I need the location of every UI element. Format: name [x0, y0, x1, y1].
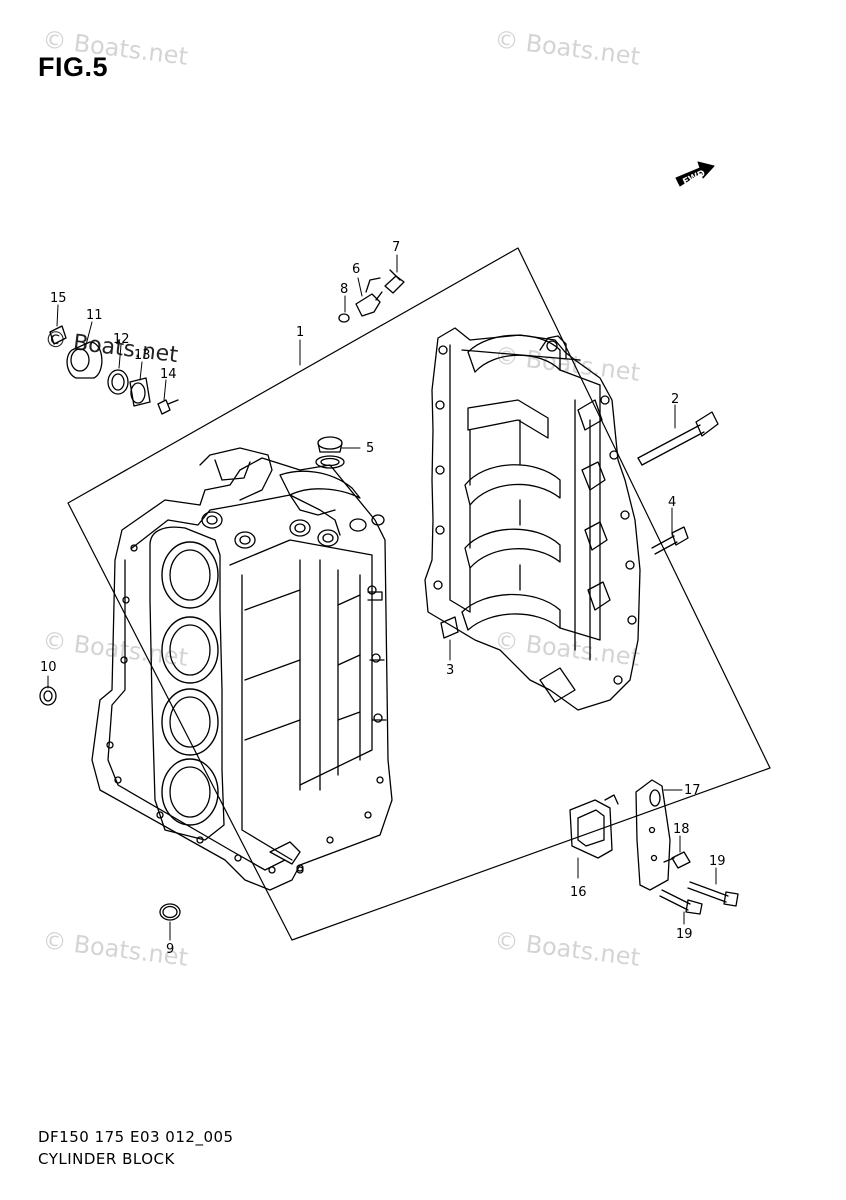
seal-icon: [39, 686, 57, 706]
callout-label: 10: [40, 660, 57, 675]
callout-label: 19: [709, 854, 726, 869]
bolt-icon: [663, 851, 691, 869]
bolt-icon: [49, 325, 67, 345]
bolt-icon: [157, 399, 179, 415]
callout-label: 5: [366, 441, 374, 456]
callout-label: 4: [668, 495, 676, 510]
gasket-icon: [107, 369, 129, 395]
assembly-boundary: [67, 247, 771, 941]
callout-label: 14: [160, 367, 177, 382]
fitting-icon: [355, 277, 383, 317]
callout-label: 12: [113, 332, 130, 347]
callout-label: 7: [392, 240, 400, 255]
callout-label: 17: [684, 783, 701, 798]
bolt-icon: [384, 269, 405, 294]
callout-label: 9: [166, 942, 174, 957]
bolt-icon: [637, 411, 719, 466]
bolt-icon: [687, 881, 739, 907]
collar-icon: [129, 377, 151, 407]
callout-label: 13: [134, 348, 151, 363]
callout-label: 3: [446, 663, 454, 678]
crankcase-icon: [424, 327, 641, 711]
callout-label: 6: [352, 262, 360, 277]
plug-icon: [315, 436, 345, 469]
diagram-code: DF150 175 E03 012_005: [38, 1128, 234, 1146]
plate-icon: [635, 779, 671, 891]
cover-icon: [66, 341, 103, 379]
bracket-icon: [569, 794, 619, 859]
callout-label: 11: [86, 308, 103, 323]
figure-title: FIG.5: [38, 52, 109, 82]
bolt-icon: [659, 889, 703, 915]
callout-label: 18: [673, 822, 690, 837]
callout-label: 15: [50, 291, 67, 306]
callout-label: 1: [296, 325, 304, 340]
bolt-icon: [651, 526, 689, 555]
diagram-name: CYLINDER BLOCK: [38, 1150, 175, 1168]
fwd-arrow-icon: [675, 161, 715, 187]
dowel-pin-icon: [440, 616, 459, 639]
callout-label: 2: [671, 392, 679, 407]
o-ring-icon: [159, 903, 181, 921]
o-ring-icon: [338, 313, 350, 323]
callout-label: 19: [676, 927, 693, 942]
callout-label: 16: [570, 885, 587, 900]
callout-label: 8: [340, 282, 348, 297]
cylinder-block-icon: [91, 447, 393, 891]
